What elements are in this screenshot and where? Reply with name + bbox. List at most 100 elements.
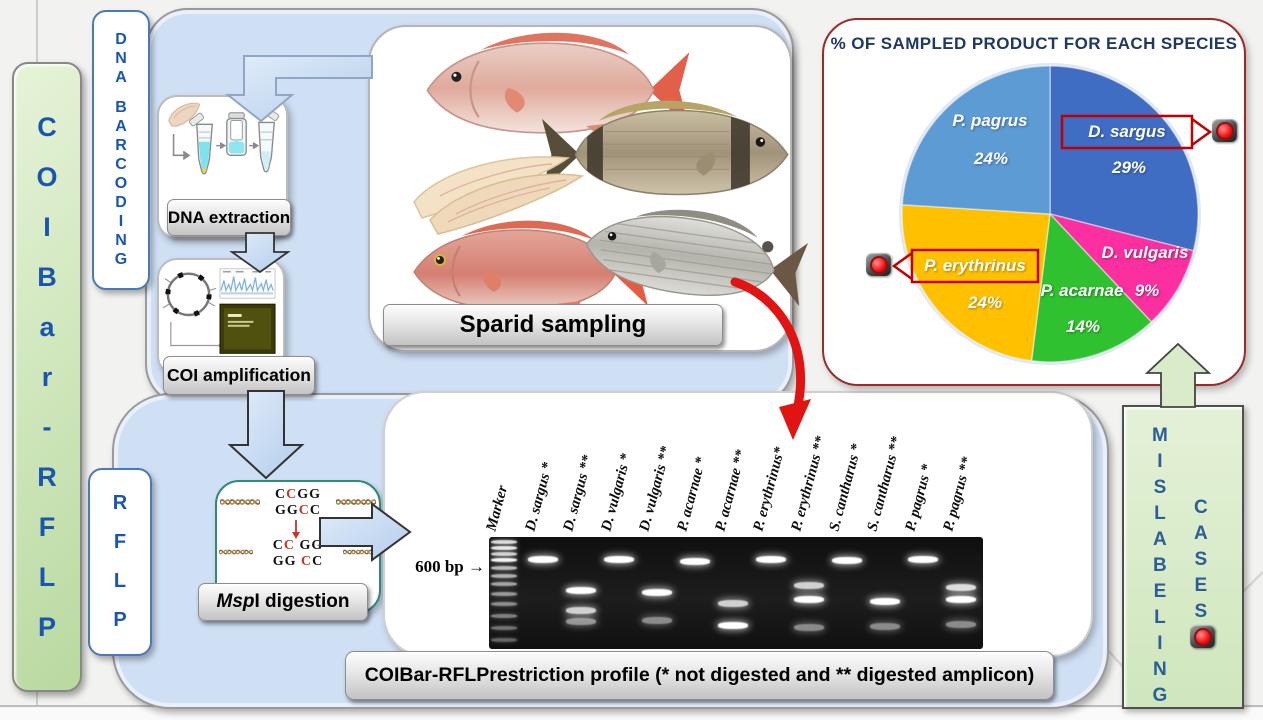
vertical-letter: a [39, 311, 55, 342]
gel-band [491, 602, 517, 606]
sequence-base: C [286, 487, 298, 502]
vertical-letter: N [1153, 659, 1167, 680]
plasmid-map-icon [162, 271, 217, 318]
sequence-base: G [299, 538, 312, 553]
gel-band [794, 581, 824, 589]
step-arrow-icon [249, 142, 260, 150]
red-indicator-icon [1190, 625, 1215, 648]
gel-band [832, 556, 862, 564]
red-indicator-dot [869, 255, 888, 274]
vertical-letter: B [37, 261, 57, 292]
pie-label-d-sargus: D. sargus [1088, 122, 1166, 141]
sequence-base: G [286, 503, 299, 518]
gel-band [794, 623, 824, 631]
gel-lane-label: P. acarnae ** [712, 448, 750, 533]
dna-helix-icon [336, 499, 376, 505]
vertical-letter: E [1194, 575, 1208, 596]
sequence-base: G [274, 503, 287, 518]
pie-slice-2 [1030, 212, 1153, 363]
vertical-letter: L [113, 570, 127, 592]
background-footer-strip [0, 708, 1263, 720]
gel-band [566, 586, 596, 594]
workflow-elbow-line-icon [172, 134, 191, 160]
fish-fillets-image [413, 156, 585, 235]
pie-label-pct: 24% [973, 149, 1009, 168]
vertical-letter: F [113, 531, 127, 553]
gel-band [528, 555, 558, 563]
gel-caption: COIBar-RFLP restriction profile (* not d… [345, 651, 1054, 700]
gel-band [946, 620, 976, 628]
gel-band [491, 626, 517, 630]
gel-lane-label: P. pagrus ** [940, 455, 976, 533]
gel-band [680, 557, 710, 565]
fish-image-two-banded-bream [542, 100, 789, 196]
sequence-base: G [284, 554, 297, 569]
species-pie-panel: % OF SAMPLED PRODUCT FOR EACH SPECIES 29… [822, 18, 1246, 386]
sequence-base: C [312, 554, 324, 569]
pie-slice-4 [901, 65, 1051, 215]
pie-label-pct: 24% [967, 293, 1003, 312]
gel-band [491, 546, 517, 550]
gel-band [566, 606, 596, 614]
spin-column-icon [226, 112, 247, 157]
sequence-base: G [272, 554, 285, 569]
gel-lane-label: P. erythrinus* [750, 445, 789, 533]
gel-lane-label: P. erythrinus ** [788, 434, 830, 533]
gel-band [491, 614, 517, 618]
vertical-letter: P [37, 611, 56, 642]
gel-lane-label: P. pagrus * [902, 462, 936, 533]
gel-lane-label: D. vulgaris ** [636, 444, 675, 533]
sequence-base: C [272, 538, 284, 553]
digested-site-bottom-strand: GG CC [255, 554, 341, 570]
restriction-site-top-strand: CCGG [261, 487, 335, 503]
sequence-base: C [274, 487, 287, 502]
vertical-letter: N [115, 232, 127, 249]
gel-band [908, 555, 938, 563]
dna-helix-icon [343, 549, 377, 555]
vertical-letter: L [1154, 503, 1166, 524]
red-indicator-dot [1215, 121, 1234, 140]
vertical-letter: L [1154, 607, 1166, 628]
pie-label-pct: 14% [1065, 317, 1101, 336]
vertical-letter: C [37, 111, 57, 142]
coi-amplification-illustration [162, 268, 276, 354]
pie-label-name: P. acarnae [1040, 281, 1124, 300]
vertical-letter: S [1194, 601, 1208, 622]
vertical-letter: I [1157, 633, 1163, 654]
gel-band [491, 566, 517, 570]
pie-title: % OF SAMPLED PRODUCT FOR EACH SPECIES [830, 34, 1238, 53]
vertical-letter: - [42, 411, 52, 442]
sparid-sampling-panel [368, 25, 809, 352]
gel-lane-label: S. cantharus ** [864, 435, 906, 533]
vertical-letter: O [36, 161, 58, 192]
pie-label-name: D. vulgaris [1101, 243, 1189, 262]
gel-band [794, 595, 824, 603]
size-marker-text: 600 bp [415, 557, 464, 576]
pie-label-p-erythrinus: P. erythrinus [924, 256, 1026, 275]
gel-band [491, 582, 517, 586]
pie-label-pct: 29% [1111, 158, 1147, 177]
vertical-letter: L [38, 561, 56, 592]
vertical-letter: I [118, 213, 124, 230]
gel-band [718, 621, 748, 629]
gel-band [491, 592, 517, 596]
gel-band [491, 558, 517, 562]
gel-band [756, 555, 786, 563]
sequence-base: C [301, 554, 313, 569]
gel-band [491, 552, 517, 556]
chromatogram-icon [219, 268, 276, 299]
gel-caption-strong: COIBar-RFLP [364, 664, 490, 686]
sparid-sampling-text: Sparid sampling [459, 311, 647, 338]
vertical-letter: I [43, 211, 51, 242]
arrow-right-icon: → [468, 557, 485, 576]
vertical-letter: N [115, 50, 127, 67]
